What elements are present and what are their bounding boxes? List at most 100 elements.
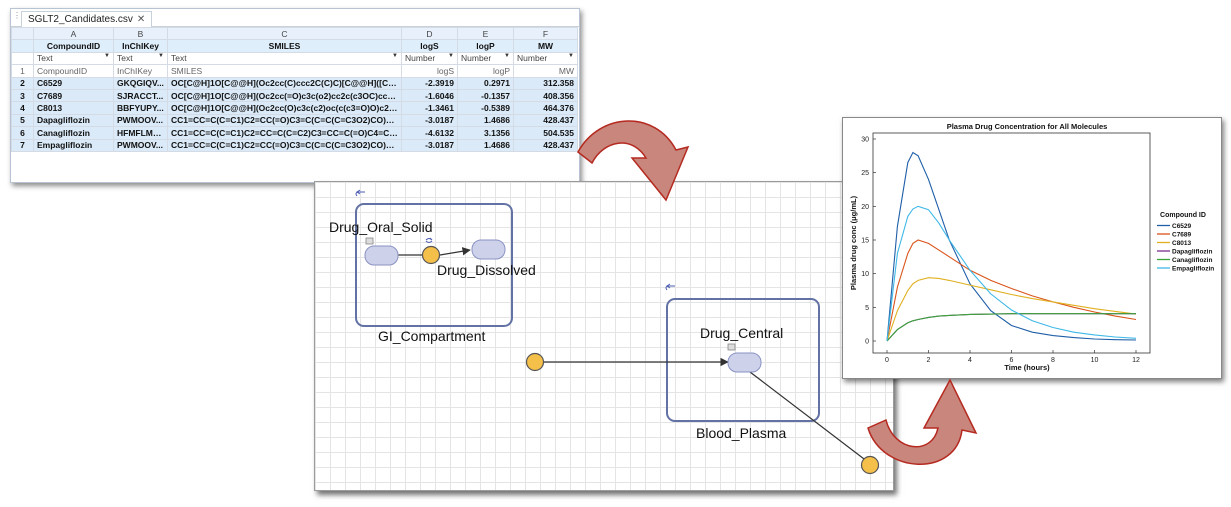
table-cell[interactable]: 428.437 <box>513 113 578 128</box>
column-header[interactable]: MW <box>513 39 578 53</box>
label-gi-compartment[interactable]: GI_Compartment <box>378 328 486 344</box>
table-cell[interactable]: 1.4686 <box>457 138 514 152</box>
table-cell[interactable]: Canagliflozin <box>33 126 114 140</box>
row-number[interactable]: 6 <box>11 126 34 140</box>
species-drug-central[interactable] <box>727 352 762 373</box>
table-cell[interactable]: 0.2971 <box>457 76 514 90</box>
table-cell[interactable]: logP <box>457 64 514 78</box>
column-letter[interactable]: D <box>401 26 458 41</box>
dropdown-arrow-icon[interactable]: ▼ <box>158 53 164 60</box>
column-letter[interactable]: A <box>33 26 114 41</box>
row-number[interactable]: 2 <box>11 76 34 90</box>
table-cell[interactable]: -4.6132 <box>401 126 458 140</box>
row-number[interactable]: 5 <box>11 113 34 128</box>
table-cell[interactable]: -2.3919 <box>401 76 458 90</box>
table-cell[interactable]: C6529 <box>33 76 114 90</box>
column-header[interactable]: logS <box>401 39 458 53</box>
table-cell[interactable]: CompoundID <box>33 64 114 78</box>
dose-icon[interactable] <box>727 343 736 351</box>
column-letter[interactable]: F <box>513 26 578 41</box>
table-cell[interactable]: PWMOOV... <box>113 138 168 152</box>
table-cell[interactable]: -3.0187 <box>401 138 458 152</box>
model-diagram-canvas[interactable]: Drug_Oral_Solid Drug_Dissolved GI_Compar… <box>314 181 894 491</box>
table-cell[interactable]: C8013 <box>33 101 114 115</box>
dropdown-arrow-icon[interactable]: ▼ <box>504 53 510 60</box>
column-header[interactable]: logP <box>457 39 514 53</box>
table-cell[interactable]: -3.0187 <box>401 113 458 128</box>
close-icon[interactable]: ✕ <box>136 14 146 25</box>
table-cell[interactable]: CC1=CC=C(C=C1)C2=CC(=O)C3=C(C=C(C=C3O2)C… <box>167 138 402 152</box>
dropdown-arrow-icon[interactable]: ▼ <box>568 53 574 60</box>
row-number[interactable]: 7 <box>11 138 34 152</box>
collapse-icon[interactable] <box>665 283 675 291</box>
label-drug-dissolved[interactable]: Drug_Dissolved <box>437 262 536 278</box>
row-number[interactable]: 1 <box>11 64 34 78</box>
reaction-node[interactable] <box>421 245 441 265</box>
table-cell[interactable]: 312.358 <box>513 76 578 90</box>
table-cell[interactable]: OC[C@H]1O[C@@H](Oc2cc(=O)c3c(o2)cc2c(c3O… <box>167 88 402 103</box>
type-dropdown[interactable]: Text▼ <box>167 51 402 66</box>
table-cell[interactable]: OC[C@H]1O[C@@H](Oc2cc(O)c3c(c2)oc(c(c3=O… <box>167 101 402 115</box>
type-dropdown[interactable]: Number▼ <box>513 51 578 66</box>
species-drug-dissolved[interactable] <box>471 239 506 260</box>
type-dropdown[interactable]: Text▼ <box>113 51 168 66</box>
table-cell[interactable]: logS <box>401 64 458 78</box>
table-cell[interactable]: CC1=CC=C(C=C1)C2=CC=C(C=C2)C3=CC=C(=O)C4… <box>167 126 402 140</box>
type-row: Text▼ Text▼ Text▼ Number▼ Number▼ Number… <box>11 51 578 66</box>
table-cell[interactable]: SMILES <box>167 64 402 78</box>
table-cell[interactable]: 464.376 <box>513 101 578 115</box>
table-cell[interactable]: -0.5389 <box>457 101 514 115</box>
table-cell[interactable]: BBFYUPY... <box>113 101 168 115</box>
species-drug-oral-solid[interactable] <box>364 245 399 266</box>
label-drug-central[interactable]: Drug_Central <box>700 325 784 341</box>
reaction-node[interactable] <box>860 455 880 475</box>
dose-icon[interactable] <box>365 237 374 245</box>
series-line-c6529 <box>886 151 1137 342</box>
table-cell[interactable]: -0.1357 <box>457 88 514 103</box>
table-cell[interactable]: -1.3461 <box>401 101 458 115</box>
x-tick-label: 6 <box>1010 357 1014 364</box>
table-cell[interactable]: PWMOOV... <box>113 113 168 128</box>
table-cell[interactable]: CC1=CC=C(C=C1)C2=CC(=O)C3=C(C=C(C=C3O2)C… <box>167 113 402 128</box>
column-header[interactable]: InChIKey <box>113 39 168 53</box>
dropdown-arrow-icon[interactable]: ▼ <box>104 53 110 60</box>
dropdown-arrow-icon[interactable]: ▼ <box>448 53 454 60</box>
connection-line[interactable] <box>749 371 869 463</box>
file-tab[interactable]: SGLT2_Candidates.csv✕ <box>21 11 153 27</box>
dropdown-arrow-icon[interactable]: ▼ <box>392 53 398 60</box>
column-letter[interactable]: B <box>113 26 168 41</box>
table-cell[interactable]: 408.356 <box>513 88 578 103</box>
column-letter[interactable]: C <box>167 26 402 41</box>
table-cell[interactable]: Empagliflozin <box>33 138 114 152</box>
type-dropdown[interactable]: Text▼ <box>33 51 114 66</box>
row-number[interactable]: 4 <box>11 101 34 115</box>
reaction-node[interactable] <box>525 352 545 372</box>
collapse-icon[interactable] <box>355 189 365 197</box>
table-cell[interactable]: MW <box>513 64 578 78</box>
table-cell[interactable]: -1.6046 <box>401 88 458 103</box>
table-cell[interactable]: SJRACCT... <box>113 88 168 103</box>
type-dropdown[interactable]: Number▼ <box>457 51 514 66</box>
drag-handle-icon[interactable]: ⋮ <box>13 11 21 20</box>
table-cell[interactable]: 1.4686 <box>457 113 514 128</box>
table-cell[interactable]: 428.437 <box>513 138 578 152</box>
row-number[interactable]: 3 <box>11 88 34 103</box>
reaction-arrow[interactable] <box>439 247 471 256</box>
label-blood-plasma[interactable]: Blood_Plasma <box>696 425 787 441</box>
table-cell[interactable]: OC[C@H]1O[C@@H](Oc2cc(C)ccc2C(C)C)[C@@H]… <box>167 76 402 90</box>
blood-plasma-compartment[interactable] <box>666 298 820 422</box>
label-drug-oral-solid[interactable]: Drug_Oral_Solid <box>329 219 433 235</box>
table-cell[interactable]: 504.535 <box>513 126 578 140</box>
table-cell[interactable]: 3.1356 <box>457 126 514 140</box>
column-header[interactable]: SMILES <box>167 39 402 53</box>
table-cell[interactable]: Dapagliflozin <box>33 113 114 128</box>
column-letter[interactable]: E <box>457 26 514 41</box>
column-header[interactable]: CompoundID <box>33 39 114 53</box>
gi-compartment[interactable] <box>355 203 513 327</box>
table-cell[interactable]: GKQGIQV... <box>113 76 168 90</box>
type-dropdown[interactable]: Number▼ <box>401 51 458 66</box>
reverse-reaction-icon[interactable] <box>425 237 433 243</box>
table-cell[interactable]: InChIKey <box>113 64 168 78</box>
table-cell[interactable]: C7689 <box>33 88 114 103</box>
table-cell[interactable]: HFMFLMR... <box>113 126 168 140</box>
